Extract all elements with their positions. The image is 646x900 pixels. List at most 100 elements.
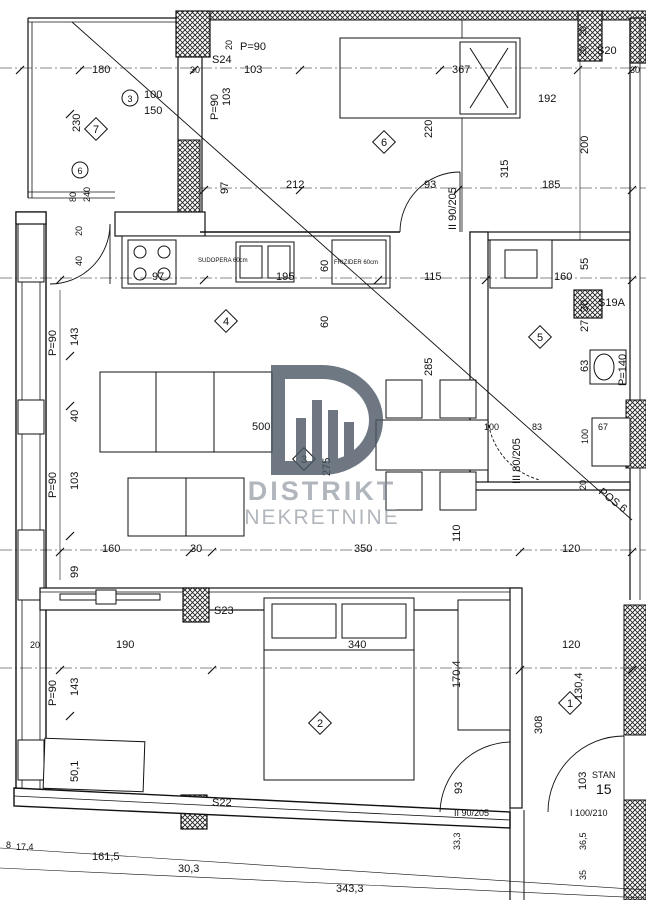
svg-text:20: 20	[578, 46, 588, 56]
svg-text:160: 160	[554, 271, 572, 283]
svg-text:230: 230	[71, 114, 83, 132]
tag-p90-top: P=90	[240, 41, 266, 53]
tags: S20 S24 P=90 S23 S22 S19A POS 6 P=90 P=9…	[47, 41, 629, 818]
svg-text:103: 103	[221, 88, 233, 106]
tag-frizider: FRIZIDER 60cm	[334, 260, 378, 266]
svg-text:103: 103	[577, 772, 589, 790]
svg-text:8: 8	[6, 840, 11, 850]
desk	[42, 737, 146, 793]
svg-text:83: 83	[532, 422, 542, 432]
tag-s22: S22	[212, 797, 232, 809]
circle-marker-6: 6	[71, 161, 89, 179]
svg-text:143: 143	[69, 678, 81, 696]
tag-s19a: S19A	[598, 297, 626, 309]
room-4-marker: 4	[213, 308, 239, 334]
svg-text:170,4: 170,4	[451, 660, 463, 688]
tag-s23: S23	[214, 605, 234, 617]
svg-text:150: 150	[144, 105, 162, 117]
svg-text:30: 30	[579, 300, 591, 312]
furniture	[42, 37, 631, 793]
sofa	[99, 371, 273, 453]
svg-text:20: 20	[30, 640, 40, 650]
svg-text:30: 30	[190, 543, 202, 555]
watermark-logo-icon	[271, 365, 383, 475]
svg-text:100: 100	[144, 89, 162, 101]
bath-sink	[591, 417, 631, 467]
svg-text:30,3: 30,3	[178, 863, 199, 875]
svg-text:3: 3	[127, 94, 132, 104]
apartment-number: 15	[596, 781, 612, 797]
svg-text:340: 340	[348, 639, 366, 651]
balcony-outline	[27, 17, 178, 199]
tag-door-iii: III 80/205	[511, 438, 523, 484]
room-2-label: 2	[317, 718, 323, 730]
svg-text:500: 500	[252, 421, 270, 433]
tag-s24: S24	[212, 54, 232, 66]
svg-text:20: 20	[578, 26, 588, 36]
svg-text:6: 6	[77, 166, 82, 176]
svg-text:200: 200	[579, 136, 591, 154]
svg-text:27: 27	[579, 320, 591, 332]
svg-text:190: 190	[116, 639, 134, 651]
svg-text:67: 67	[598, 422, 608, 432]
svg-text:99: 99	[69, 566, 81, 578]
svg-text:212: 212	[286, 179, 304, 191]
svg-text:20: 20	[578, 480, 588, 490]
svg-text:343,3: 343,3	[336, 883, 364, 895]
tag-door-ii-bottom: II 90/205	[454, 808, 489, 818]
svg-text:40: 40	[69, 410, 81, 422]
svg-text:110: 110	[451, 524, 463, 542]
room-1-label: 1	[567, 698, 573, 710]
tick-marks	[15, 65, 637, 721]
svg-text:20: 20	[74, 226, 84, 236]
svg-text:185: 185	[542, 179, 560, 191]
svg-text:55: 55	[579, 258, 591, 270]
circle-marker-3: 3	[121, 89, 139, 107]
svg-text:120: 120	[562, 543, 580, 555]
svg-text:36,5: 36,5	[578, 832, 588, 850]
svg-text:315: 315	[499, 160, 511, 178]
svg-text:P=90: P=90	[209, 94, 221, 120]
svg-text:240: 240	[82, 187, 92, 202]
svg-text:195: 195	[276, 271, 294, 283]
apartment-stan: STAN	[592, 770, 615, 780]
svg-text:60: 60	[319, 260, 331, 272]
tag-door-i: I 100/210	[570, 808, 608, 818]
svg-text:100: 100	[484, 422, 499, 432]
svg-text:143: 143	[69, 328, 81, 346]
wardrobe	[457, 599, 511, 731]
room-6-label: 6	[381, 137, 387, 149]
svg-text:30: 30	[190, 65, 200, 75]
svg-text:30: 30	[630, 65, 640, 75]
svg-text:192: 192	[538, 93, 556, 105]
svg-text:350: 350	[354, 543, 372, 555]
svg-text:103: 103	[69, 472, 81, 490]
svg-text:160: 160	[102, 543, 120, 555]
tag-door-ii-top: II 90/205	[447, 187, 459, 230]
svg-text:308: 308	[533, 716, 545, 734]
svg-text:367: 367	[452, 64, 470, 76]
svg-text:115: 115	[424, 271, 442, 283]
watermark-brand: DISTRIKT	[248, 476, 397, 506]
svg-text:180: 180	[92, 64, 110, 76]
room-2-marker: 2	[307, 710, 333, 736]
svg-text:20: 20	[224, 40, 234, 50]
dimension-lines	[0, 60, 646, 899]
dining-table	[375, 419, 489, 471]
room-5-marker: 5	[527, 324, 553, 350]
tag-sudopera: SUDOPERA 60cm	[198, 258, 248, 264]
svg-text:130,4: 130,4	[573, 672, 585, 700]
room-7-label: 7	[93, 124, 99, 136]
svg-text:97: 97	[152, 271, 164, 283]
svg-text:93: 93	[424, 179, 436, 191]
room-5-label: 5	[537, 332, 543, 344]
svg-text:103: 103	[244, 64, 262, 76]
room-4-label: 4	[223, 316, 229, 328]
tag-p90-b: P=90	[47, 472, 59, 498]
svg-text:161,5: 161,5	[92, 851, 120, 863]
svg-text:120: 120	[562, 639, 580, 651]
svg-text:17,4: 17,4	[16, 842, 34, 852]
section-line	[71, 21, 633, 521]
svg-text:97: 97	[219, 182, 231, 194]
